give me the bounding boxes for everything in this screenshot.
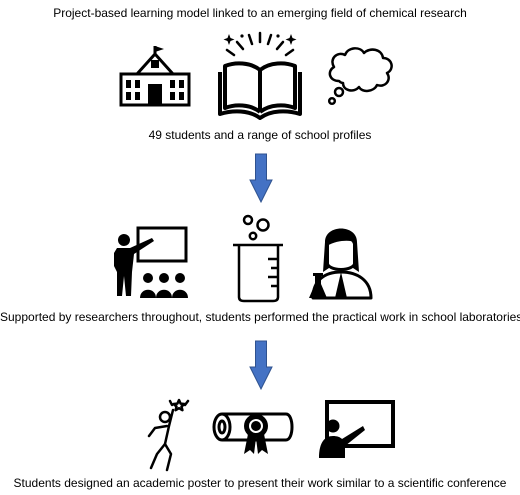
presenter-board-icon (319, 400, 395, 458)
school-building-icon (119, 46, 191, 107)
beaker-icon (233, 214, 283, 303)
scientist-flask-icon (309, 228, 373, 300)
thought-bubble-icon (327, 47, 393, 106)
caption-project-model: Project-based learning model linked to a… (53, 6, 467, 20)
caption-academic-poster: Students designed an academic poster to … (13, 476, 507, 490)
teacher-presentation-icon (114, 226, 188, 298)
open-book-icon (218, 31, 302, 120)
down-arrow-2 (249, 340, 273, 390)
celebrating-person-icon (147, 398, 190, 472)
down-arrow-1 (249, 153, 273, 203)
diploma-scroll-icon (212, 412, 294, 454)
caption-students-profiles: 49 students and a range of school profil… (148, 128, 372, 142)
caption-researchers-support: Supported by researchers throughout, stu… (0, 310, 520, 324)
